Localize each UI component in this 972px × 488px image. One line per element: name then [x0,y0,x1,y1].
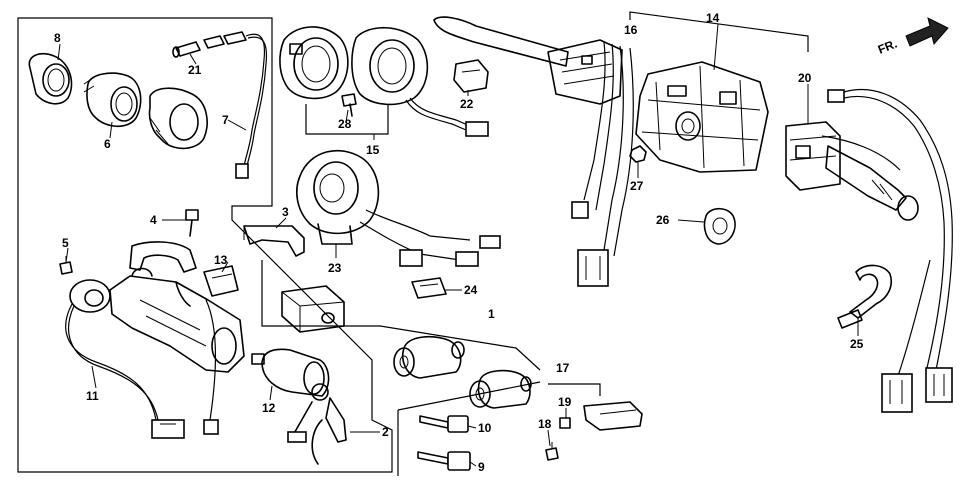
part-6-key-ring [83,72,142,128]
part-13-connector [203,265,239,297]
part-1-lock-cylinder-b [469,369,532,409]
part-12-cylinder [251,348,330,397]
callout-17: 17 [556,361,570,375]
part-switch-block [281,285,345,333]
callout-26: 26 [656,213,670,227]
part-17-bracket [583,401,643,431]
callout-11: 11 [86,389,99,403]
part-20-switch [785,121,919,221]
group-bracket-1 [261,260,541,371]
part-3-clamp [243,225,305,257]
callout-7: 7 [222,113,229,127]
part-23-cable-reel [296,149,501,267]
part-22-switch [453,59,489,93]
callout-4: 4 [150,213,157,227]
callout-20: 20 [798,71,812,85]
group-bracket-15 [305,104,389,135]
callout-16: 16 [624,23,638,37]
callout-labels: 1 2 3 4 5 6 7 8 9 10 11 12 13 14 15 16 1… [54,11,899,474]
callout-1: 1 [488,307,495,321]
callout-15: 15 [366,143,380,157]
part-28-screw [341,93,357,117]
part-20-harness [821,88,953,413]
part-14-switch-body [635,61,769,173]
part-4-screw [185,209,199,237]
part-8-bezel [28,52,73,105]
front-direction-indicator [905,17,949,47]
part-wiper-lever [433,16,623,105]
callout-6: 6 [104,137,111,151]
callout-21: 21 [188,63,202,77]
part-9-key [417,451,471,471]
part-21-bulb [172,35,225,58]
callout-3: 3 [282,205,289,219]
callout-25: 25 [850,337,864,351]
part-26-clip [703,207,736,245]
callout-24: 24 [464,283,478,297]
group-bracket-14 [629,11,809,52]
part-18-screw [545,442,559,461]
callout-28: 28 [338,117,352,131]
part-25-tie-strap [837,264,892,329]
part-11-steering-lock [65,267,245,439]
part-15-switch-housing [279,26,349,100]
callout-14: 14 [706,11,720,25]
callout-9: 9 [478,460,485,474]
callout-19: 19 [558,395,572,409]
group-bracket-17 [548,383,601,396]
callout-2: 2 [382,425,389,439]
part-19-nut [559,417,571,429]
part-15-contact-reel [351,27,489,137]
callout-18: 18 [538,417,552,431]
leader-lines [57,23,859,467]
group-bracket-2 [397,381,541,476]
part-column-cover [148,87,208,150]
callout-12: 12 [262,401,276,415]
part-27-nut [629,145,647,163]
part-10-key [419,415,469,433]
callout-10: 10 [478,421,492,435]
part-16-harness [571,41,634,287]
callout-13: 13 [214,253,228,267]
callout-27: 27 [630,179,644,193]
front-direction-label: FR. [876,37,899,57]
part-clamp [129,241,197,273]
part-2-keys [287,383,347,465]
part-7-harness [223,31,268,179]
callout-22: 22 [460,97,474,111]
callout-5: 5 [62,236,69,250]
callout-23: 23 [328,261,342,275]
callout-8: 8 [54,31,61,45]
part-1-lock-cylinder-a [393,335,465,379]
part-24-connector [411,277,447,299]
